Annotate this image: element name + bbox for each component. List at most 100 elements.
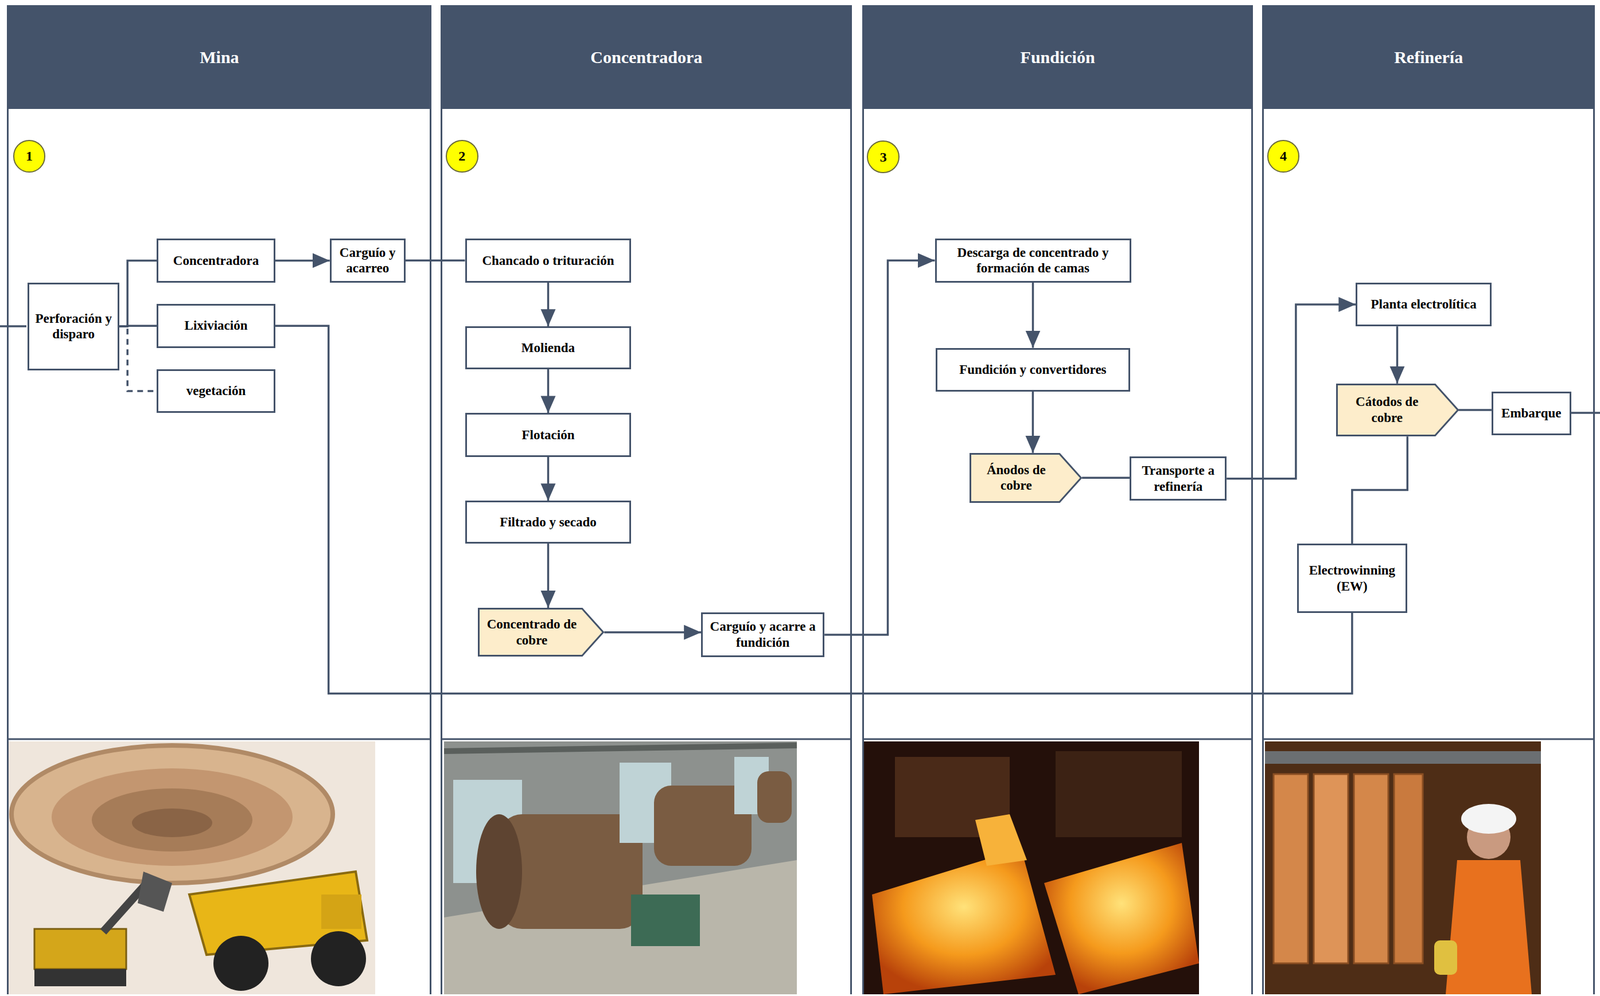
callout-text: 2	[458, 148, 466, 165]
cathode-plate	[1313, 774, 1349, 964]
crane-bar	[1264, 751, 1541, 765]
callout-number: 2	[445, 139, 479, 173]
node-text: Electrowinning (EW)	[1303, 562, 1401, 595]
node-text: Ánodos de cobre	[975, 462, 1058, 494]
process-box: Electrowinning (EW)	[1297, 543, 1408, 614]
product-pentagon: Ánodos de cobre	[969, 453, 1082, 504]
flow-connector	[824, 260, 935, 636]
flow-connector	[1458, 409, 1492, 412]
refinery-photo	[1264, 741, 1541, 995]
mine-photo	[8, 741, 376, 995]
flow-connector	[547, 457, 550, 502]
process-box: Carguío y acarre a fundición	[701, 612, 825, 657]
node-text: Descarga de concentrado y formación de c…	[941, 244, 1125, 277]
worker-helmet	[1461, 804, 1517, 835]
node-text: Fundición y convertidores	[959, 361, 1107, 379]
process-box: Embarque	[1491, 391, 1572, 436]
lane-separator	[862, 738, 1253, 741]
process-box: Carguío y acarreo	[329, 238, 406, 283]
lane-header: Concentradora	[440, 5, 852, 109]
process-box: Chancado o trituración	[465, 238, 632, 283]
node-text: Concentrado de cobre	[483, 616, 580, 649]
node-text: vegetación	[186, 383, 246, 400]
flow-connector	[604, 631, 702, 634]
node-text: Flotación	[521, 427, 575, 444]
flow-connector	[547, 369, 550, 414]
process-box: Fundición y convertidores	[935, 348, 1131, 392]
mill-photo	[444, 741, 797, 995]
product-pentagon: Cátodos de cobre	[1336, 383, 1459, 437]
pentagon-shape	[1336, 384, 1458, 436]
flow-connector	[1032, 391, 1035, 454]
flow-connector	[405, 259, 466, 262]
node-text: Lixiviación	[184, 317, 248, 334]
photo-ground	[863, 741, 1199, 995]
cathode-plate	[1394, 774, 1423, 964]
callout-number: 4	[1267, 139, 1300, 173]
flow-connector	[547, 543, 550, 609]
node-text: Planta electrolítica	[1371, 296, 1477, 313]
cathode-plate	[1273, 774, 1308, 964]
ball-mill	[757, 771, 792, 824]
callout-number: 1	[13, 139, 46, 173]
cathode-plate	[1353, 774, 1389, 964]
callout-text: 4	[1279, 148, 1287, 165]
process-box: Lixiviación	[156, 304, 275, 348]
pit-bench	[51, 768, 293, 867]
callout-text: 1	[25, 148, 33, 165]
process-box: Filtrado y secado	[465, 500, 632, 544]
node-text: Embarque	[1501, 405, 1561, 422]
flow-connector	[547, 282, 550, 327]
mill-end	[476, 814, 523, 930]
swimlane: Refinería4Planta electrolíticaCátodos de…	[1262, 5, 1595, 995]
photo-ground	[444, 741, 797, 995]
flow-connector	[275, 325, 1353, 694]
photo-ground	[8, 741, 376, 995]
callout-text: 3	[880, 149, 887, 166]
smelter-photo	[863, 741, 1199, 995]
swimlane: Concentradora 2Chancado o trituraciónMoli…	[440, 5, 852, 995]
node-text: Filtrado y secado	[499, 514, 597, 531]
process-box: Descarga de concentrado y formación de c…	[935, 238, 1132, 283]
process-box: Planta electrolítica	[1355, 282, 1492, 327]
process-box: Transporte a refinería	[1129, 456, 1227, 501]
process-box: Perforación y disparo	[27, 282, 120, 371]
truck-cab	[321, 894, 362, 930]
truck-wheel	[310, 931, 367, 987]
pentagon-outline	[969, 453, 1082, 504]
pentagon-outline	[1336, 383, 1459, 437]
molten-copper	[1044, 843, 1199, 995]
flow-connector	[1396, 326, 1399, 384]
process-box: vegetación	[156, 369, 275, 414]
flow-connector	[119, 260, 157, 327]
flow-connector	[1032, 282, 1035, 349]
worker-glove	[1434, 940, 1458, 976]
molten-stream	[975, 814, 1027, 867]
roof-beam	[444, 745, 797, 752]
lane-separator	[1262, 738, 1595, 741]
shovel-body	[34, 929, 127, 970]
lane-separator	[6, 738, 432, 741]
swimlane: Mina 1Perforación y disparo ConcentradoraL…	[6, 5, 432, 995]
process-box: Flotación	[465, 413, 632, 457]
product-pentagon: Concentrado de cobre	[477, 608, 605, 657]
process-box: Molienda	[465, 326, 632, 370]
molten-copper	[871, 849, 1056, 995]
open-pit	[11, 745, 333, 884]
pit-bottom	[131, 808, 213, 838]
flow-connector	[275, 259, 330, 263]
lane-separator	[440, 738, 852, 741]
truck-wheel	[213, 936, 269, 992]
flow-connector	[1352, 436, 1408, 544]
process-box: Concentradora	[156, 238, 275, 283]
incoming-line	[0, 325, 27, 328]
node-text: Transporte a refinería	[1135, 462, 1221, 495]
node-text: Concentradora	[173, 252, 259, 270]
callout-number: 3	[866, 140, 900, 174]
pit-bench	[91, 788, 253, 852]
lane-header: Mina	[6, 5, 432, 109]
flow-connector	[1081, 477, 1130, 480]
